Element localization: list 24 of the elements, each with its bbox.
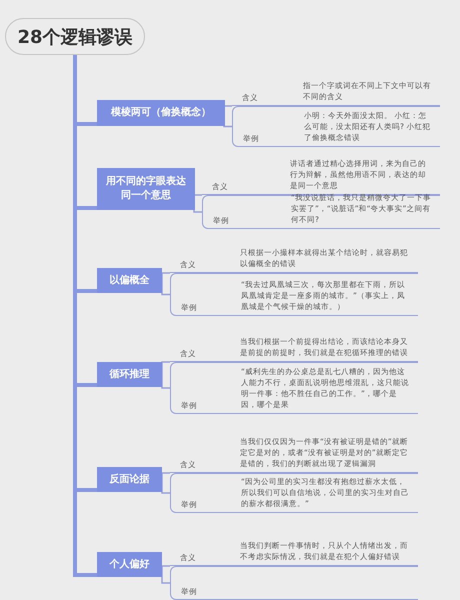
connector-line <box>161 291 170 296</box>
connector-line <box>161 272 170 293</box>
bracket-box <box>170 473 418 513</box>
topic-box: 用不同的字眼表达同一个意思 <box>97 168 195 210</box>
branch-line <box>73 55 97 577</box>
topic-box: 以偏概全 <box>97 268 162 293</box>
bracket-box <box>202 195 440 229</box>
bracket-box <box>232 106 440 147</box>
connector-line <box>193 208 202 213</box>
topic-box: 循环推理 <box>97 362 162 387</box>
topic-box: 个人偏好 <box>97 552 162 577</box>
connector-line <box>161 385 170 389</box>
bracket-box <box>170 566 418 600</box>
topic-box: 反面论据 <box>97 467 162 492</box>
connector-line <box>223 124 232 128</box>
topic-box: 模棱两可（偷换概念） <box>97 100 225 126</box>
connector-line <box>161 565 170 577</box>
connector-line <box>161 575 170 584</box>
bracket-box <box>170 273 418 316</box>
bracket-box <box>170 362 418 414</box>
title-pill: 28个逻辑谬误 <box>5 18 145 55</box>
connector-line <box>161 490 170 494</box>
connector-line <box>161 361 170 387</box>
connector-line <box>161 472 170 492</box>
